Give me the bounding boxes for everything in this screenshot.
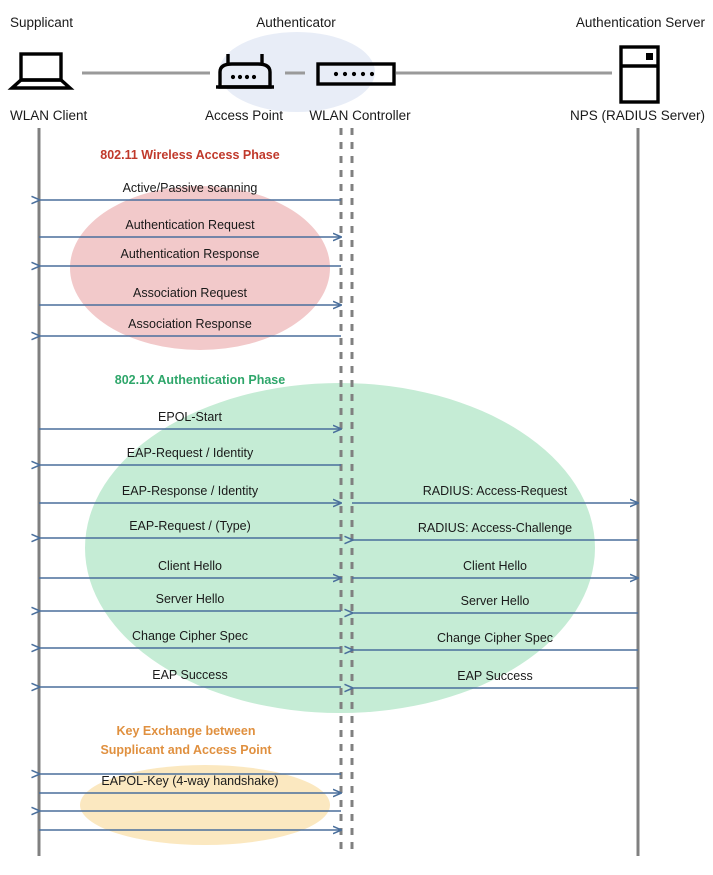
device-wlan-controller-label: WLAN Controller: [309, 108, 411, 123]
msg-authentication-response-label: Authentication Response: [121, 247, 260, 261]
wireless-router-icon: [216, 54, 274, 89]
msg-authentication-request: Authentication Request: [39, 218, 341, 237]
msg-eapol-start-label: EPOL-Start: [158, 410, 222, 424]
role-labels: Supplicant Authenticator Authentication …: [10, 15, 706, 30]
msg-change-cipher-spec-left: Change Cipher Spec: [39, 629, 341, 648]
msg-server-hello-right: Server Hello: [352, 594, 638, 613]
msg-change-cipher-spec-left-label: Change Cipher Spec: [132, 629, 248, 643]
phase-label-key-exchange-line2: Supplicant and Access Point: [100, 743, 272, 757]
role-authentication-server-label: Authentication Server: [576, 15, 706, 30]
msg-server-hello-right-label: Server Hello: [461, 594, 530, 608]
device-nps-radius-label: NPS (RADIUS Server): [570, 108, 705, 123]
server-tower-icon: [619, 45, 660, 104]
lifelines: [37, 128, 640, 856]
msg-active-passive-scanning-label: Active/Passive scanning: [123, 181, 258, 195]
phase-label-80211: 802.11 Wireless Access Phase: [100, 148, 279, 162]
msg-change-cipher-spec-right: Change Cipher Spec: [352, 631, 638, 650]
msg-eap-success-left-label: EAP Success: [152, 668, 228, 682]
msg-authentication-response: Authentication Response: [39, 247, 341, 266]
msg-radius-access-challenge: RADIUS: Access-Challenge: [352, 521, 638, 540]
msg-eap-response-identity: EAP-Response / Identity: [39, 484, 341, 503]
msg-eap-request-identity: EAP-Request / Identity: [39, 446, 341, 465]
msg-client-hello-left-label: Client Hello: [158, 559, 222, 573]
phase-ellipse-80211: [70, 186, 330, 350]
msg-eap-success-left: EAP Success: [39, 668, 341, 687]
msg-association-request-label: Association Request: [133, 286, 247, 300]
laptop-icon: [7, 52, 75, 90]
msg-server-hello-left-label: Server Hello: [156, 592, 225, 606]
msg-eap-request-type-label: EAP-Request / (Type): [129, 519, 251, 533]
msg-client-hello-left: Client Hello: [39, 559, 341, 578]
msg-association-request: Association Request: [39, 286, 341, 305]
network-controller-icon: [316, 62, 396, 86]
msg-association-response-label: Association Response: [128, 317, 252, 331]
msg-eap-success-right: EAP Success: [352, 669, 638, 688]
msg-client-hello-right-label: Client Hello: [463, 559, 527, 573]
device-labels: WLAN Client Access Point WLAN Controller…: [10, 108, 705, 123]
device-access-point-label: Access Point: [205, 108, 283, 123]
device-wlan-client-label: WLAN Client: [10, 108, 88, 123]
phase-labels: 802.11 Wireless Access Phase 802.1X Auth…: [100, 148, 285, 757]
msg-eapol-start: EPOL-Start: [39, 410, 341, 429]
msg-radius-access-request-label: RADIUS: Access-Request: [423, 484, 568, 498]
role-supplicant-label: Supplicant: [10, 15, 73, 30]
role-authenticator-label: Authenticator: [256, 15, 336, 30]
msg-active-passive-scanning: Active/Passive scanning: [39, 181, 341, 200]
phase-label-key-exchange-line1: Key Exchange between: [117, 724, 256, 738]
msg-eap-response-identity-label: EAP-Response / Identity: [122, 484, 259, 498]
msg-eap-request-type: EAP-Request / (Type): [39, 519, 341, 538]
msg-eap-success-right-label: EAP Success: [457, 669, 533, 683]
msg-eapol-key-2: EAPOL-Key (4-way handshake): [39, 774, 341, 793]
msg-authentication-request-label: Authentication Request: [125, 218, 255, 232]
msg-eapol-key-2-label: EAPOL-Key (4-way handshake): [101, 774, 278, 788]
msg-client-hello-right: Client Hello: [352, 559, 638, 578]
msg-association-response: Association Response: [39, 317, 341, 336]
msg-radius-access-request: RADIUS: Access-Request: [352, 484, 638, 503]
msg-radius-access-challenge-label: RADIUS: Access-Challenge: [418, 521, 572, 535]
msg-server-hello-left: Server Hello: [39, 592, 341, 611]
phase-label-8021x: 802.1X Authentication Phase: [115, 373, 285, 387]
phase-ellipse-key-exchange: [80, 765, 330, 845]
msg-change-cipher-spec-right-label: Change Cipher Spec: [437, 631, 553, 645]
msg-eap-request-identity-label: EAP-Request / Identity: [127, 446, 254, 460]
